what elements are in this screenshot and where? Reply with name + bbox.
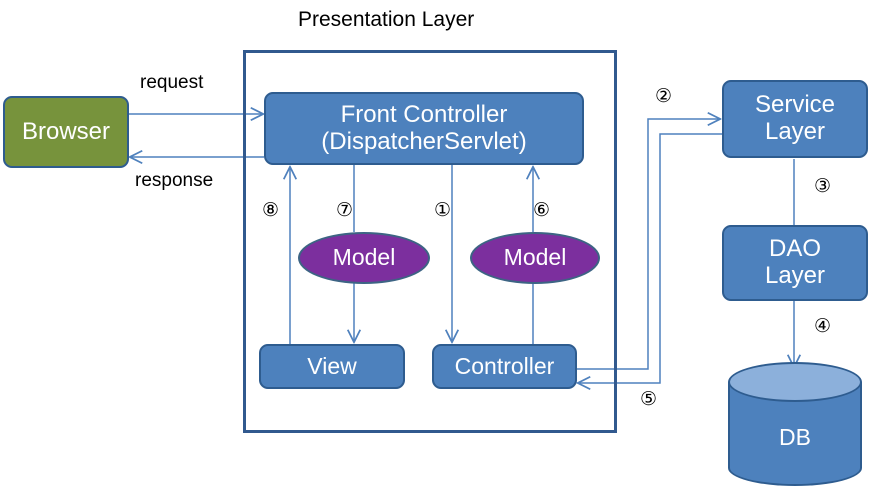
controller-node[interactable]: Controller xyxy=(432,344,577,389)
service-layer-label-line2: Layer xyxy=(764,118,826,145)
service-layer-label-line1: Service xyxy=(754,91,836,119)
service-layer-node[interactable]: Service Layer xyxy=(722,80,868,158)
model-right-label: Model xyxy=(503,244,567,271)
model-right-node[interactable]: Model xyxy=(470,232,600,284)
response-label: response xyxy=(135,170,214,191)
db-node[interactable]: DB xyxy=(728,362,862,486)
dao-layer-label-line2: Layer xyxy=(764,262,826,289)
presentation-layer-title: Presentation Layer xyxy=(298,8,475,31)
db-cylinder-top xyxy=(728,362,862,402)
dao-layer-node[interactable]: DAO Layer xyxy=(722,225,868,301)
step-1-label: ① xyxy=(434,200,452,221)
step-6-label: ⑥ xyxy=(533,200,551,221)
request-label: request xyxy=(140,72,204,93)
front-controller-node[interactable]: Front Controller (DispatcherServlet) xyxy=(264,92,584,165)
controller-label: Controller xyxy=(454,352,555,379)
step-8-label: ⑧ xyxy=(262,200,280,221)
dao-layer-label-line1: DAO xyxy=(768,235,821,263)
model-left-node[interactable]: Model xyxy=(298,232,430,284)
view-label: View xyxy=(307,352,357,379)
front-controller-label-line2: (DispatcherServlet) xyxy=(321,127,527,155)
view-node[interactable]: View xyxy=(259,344,405,389)
front-controller-label-line1: Front Controller xyxy=(340,100,508,128)
step-2-label: ② xyxy=(655,86,673,107)
db-label: DB xyxy=(779,424,811,450)
step-3-label: ③ xyxy=(814,176,832,197)
browser-node[interactable]: Browser xyxy=(3,96,129,168)
step-5-label: ⑤ xyxy=(640,389,658,410)
browser-label: Browser xyxy=(21,117,111,145)
step-7-label: ⑦ xyxy=(336,200,354,221)
model-left-label: Model xyxy=(332,244,396,271)
step-4-label: ④ xyxy=(814,316,832,337)
